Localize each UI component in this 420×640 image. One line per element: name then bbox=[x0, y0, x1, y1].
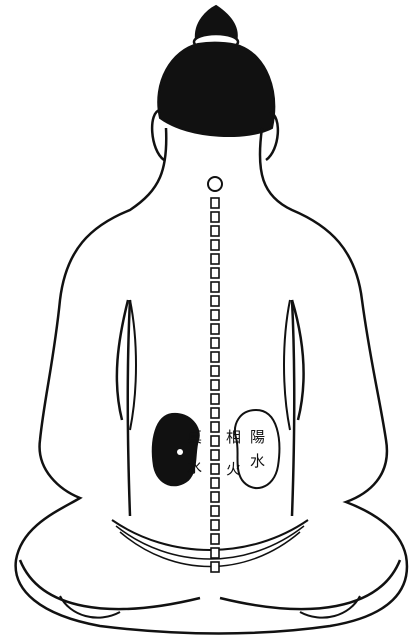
vertebra bbox=[211, 240, 219, 250]
vertebra bbox=[211, 296, 219, 306]
hair bbox=[158, 43, 274, 136]
vertebra bbox=[211, 310, 219, 320]
vertebra bbox=[211, 198, 219, 208]
vertebra bbox=[211, 212, 219, 222]
left-leg bbox=[20, 560, 200, 609]
right-kidney bbox=[235, 410, 279, 488]
vertebra bbox=[211, 268, 219, 278]
vertebra bbox=[211, 506, 219, 516]
center-label-2: 火 bbox=[226, 460, 241, 478]
vertebra bbox=[211, 338, 219, 348]
left-kidney-dot bbox=[177, 449, 183, 455]
vertebra bbox=[211, 408, 219, 418]
left-arm-line bbox=[117, 300, 128, 420]
right-arm-inner bbox=[284, 300, 290, 430]
vertebra bbox=[211, 394, 219, 404]
vertebra bbox=[211, 324, 219, 334]
vertebra bbox=[211, 548, 219, 558]
vertebra bbox=[211, 436, 219, 446]
vertebra bbox=[211, 422, 219, 432]
vertebra bbox=[211, 366, 219, 376]
left-kidney-label-2: 水 bbox=[187, 458, 202, 476]
torso-right-side bbox=[292, 300, 294, 516]
right-leg bbox=[220, 560, 400, 609]
neck-point bbox=[208, 177, 222, 191]
torso-left-side bbox=[128, 300, 130, 516]
left-kidney-label-1: 真 bbox=[187, 428, 202, 446]
vertebra bbox=[211, 534, 219, 544]
vertebra bbox=[211, 352, 219, 362]
waistband bbox=[112, 520, 308, 550]
left-arm-inner bbox=[130, 300, 136, 430]
vertebra bbox=[211, 464, 219, 474]
center-label-1: 相 bbox=[226, 428, 241, 446]
vertebra bbox=[211, 520, 219, 530]
vertebra bbox=[211, 282, 219, 292]
right-kidney-label-2: 水 bbox=[250, 452, 265, 470]
vertebra bbox=[211, 492, 219, 502]
vertebra bbox=[211, 450, 219, 460]
waistband-inner bbox=[116, 526, 304, 559]
vertebra bbox=[211, 478, 219, 488]
head-group bbox=[152, 6, 278, 160]
spine bbox=[211, 198, 219, 572]
vertebra bbox=[211, 254, 219, 264]
right-kidney-label-1: 陽 bbox=[250, 428, 265, 446]
vertebra bbox=[211, 226, 219, 236]
vertebra bbox=[211, 380, 219, 390]
vertebra bbox=[211, 562, 219, 572]
